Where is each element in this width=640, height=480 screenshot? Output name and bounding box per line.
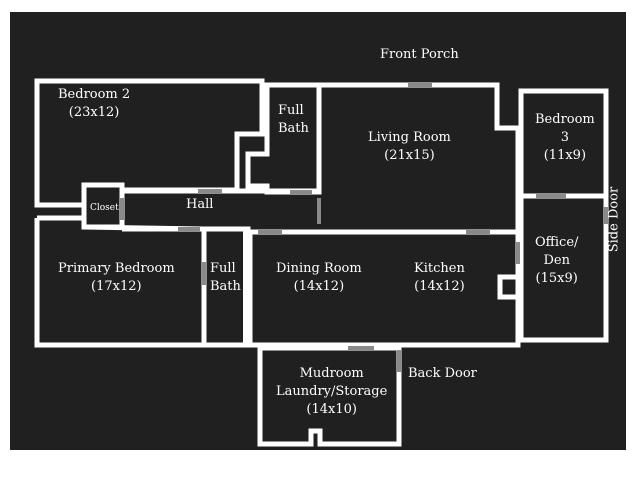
- room-bedroom2: Bedroom 2 (23x12): [58, 86, 130, 122]
- room-name-line2: Laundry/Storage: [276, 384, 388, 399]
- room-full-bath-top: Full Bath: [278, 102, 309, 138]
- room-name-line2: Bath: [278, 121, 309, 136]
- room-dims: (14x12): [414, 279, 465, 294]
- room-name-line2: 3: [560, 130, 570, 145]
- room-dims: (15x9): [535, 271, 578, 286]
- room-name-line2: Den: [543, 253, 570, 268]
- room-office: Office/ Den (15x9): [535, 234, 578, 288]
- wall-hall: [122, 188, 319, 232]
- room-name-line1: Full: [210, 261, 236, 276]
- room-kitchen: Kitchen (14x12): [414, 260, 465, 296]
- room-name: Primary Bedroom: [58, 261, 175, 276]
- room-bedroom3: Bedroom 3 (11x9): [535, 111, 595, 165]
- room-dims: (17x12): [91, 279, 142, 294]
- room-name: Kitchen: [414, 261, 465, 276]
- back-door-label: Back Door: [408, 366, 477, 381]
- side-door-label: Side Door: [606, 186, 622, 253]
- room-name-line2: Bath: [210, 279, 241, 294]
- room-dims: (21x15): [384, 148, 435, 163]
- room-dims: (14x12): [293, 279, 345, 294]
- hall-label: Hall: [186, 197, 214, 212]
- room-name-line1: Full: [278, 103, 304, 118]
- room-name: Living Room: [368, 130, 451, 145]
- room-primary-bedroom: Primary Bedroom (17x12): [58, 260, 175, 296]
- wall-full-bath-top: [245, 82, 322, 195]
- room-mudroom: Mudroom Laundry/Storage (14x10): [276, 365, 387, 419]
- wall-mudroom: [257, 345, 402, 447]
- room-name-line1: Bedroom: [535, 112, 595, 127]
- wall-thick-divider: [243, 231, 252, 347]
- closet-label: Closet: [90, 203, 119, 213]
- wall-kitchen-notch: [497, 274, 518, 300]
- room-dims: (14x10): [306, 402, 357, 417]
- room-name: Dining Room: [276, 261, 362, 276]
- room-dining-room: Dining Room (14x12): [276, 260, 362, 296]
- front-porch-label: Front Porch: [380, 47, 459, 62]
- room-name-line1: Mudroom: [299, 366, 364, 381]
- room-dims: (23x12): [68, 105, 120, 120]
- room-full-bath-bottom: Full Bath: [210, 260, 241, 296]
- room-living-room: Living Room (21x15): [368, 129, 451, 165]
- wall-office: [518, 193, 609, 343]
- room-name: Bedroom 2: [58, 87, 131, 102]
- room-name-line1: Office/: [535, 235, 579, 250]
- room-dims: (11x9): [543, 148, 587, 163]
